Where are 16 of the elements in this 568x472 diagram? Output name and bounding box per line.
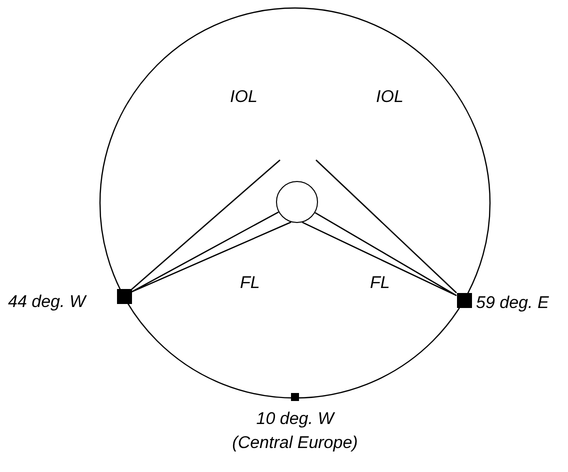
position-label: 59 deg. E	[476, 294, 549, 311]
position-label: 10 deg. W	[256, 410, 334, 427]
satellite-marker	[456, 292, 472, 308]
position-label: 44 deg. W	[8, 293, 86, 310]
link-line	[316, 160, 457, 294]
edge-label: IOL	[376, 88, 404, 105]
link-line	[302, 212, 458, 296]
position-label: (Central Europe)	[232, 434, 358, 451]
edge-label: IOL	[230, 88, 258, 105]
edge-label: FL	[240, 274, 260, 291]
satellite-marker	[116, 288, 132, 304]
earth-circle	[276, 181, 318, 223]
satellite-marker	[291, 393, 299, 401]
edge-label: FL	[370, 274, 390, 291]
link-line	[130, 211, 292, 293]
link-line	[131, 160, 280, 290]
